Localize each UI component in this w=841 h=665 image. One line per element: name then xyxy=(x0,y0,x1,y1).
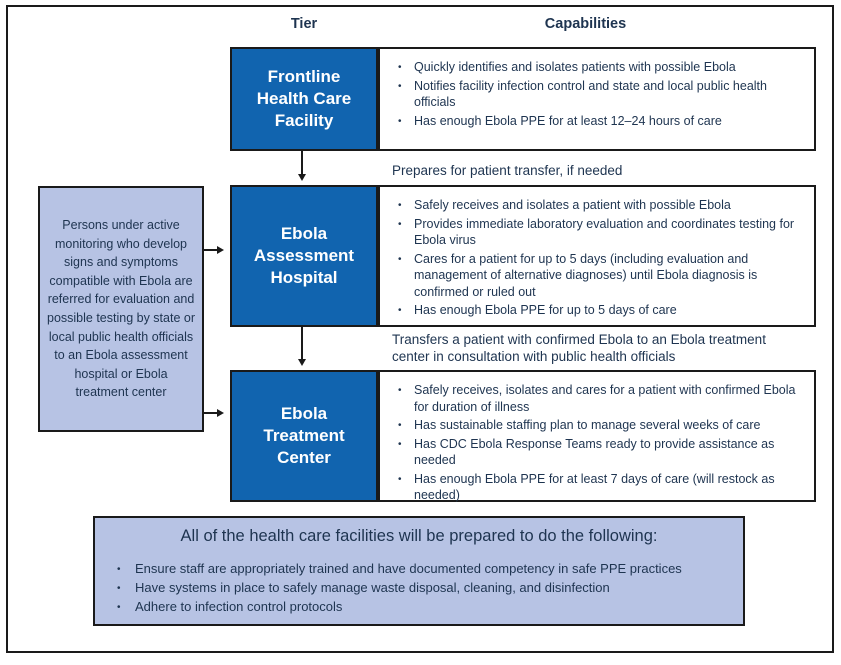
capability-item: Has CDC Ebola Response Teams ready to pr… xyxy=(396,436,804,469)
shared-capability-item: Adhere to infection control protocols xyxy=(113,597,725,617)
capability-item: Quickly identifies and isolates patients… xyxy=(396,59,804,76)
capability-item: Cares for a patient for up to 5 days (in… xyxy=(396,251,804,301)
right-arrow-note-to-treatment xyxy=(204,409,224,417)
tier-row-assessment: Ebola Assessment Hospital Safely receive… xyxy=(230,185,816,327)
tier-box-assessment: Ebola Assessment Hospital xyxy=(230,185,378,327)
capability-item: Provides immediate laboratory evaluation… xyxy=(396,216,804,249)
shared-capabilities-list: Ensure staff are appropriately trained a… xyxy=(113,559,725,617)
shared-capability-item: Ensure staff are appropriately trained a… xyxy=(113,559,725,579)
down-arrow-assessment-to-treatment xyxy=(298,327,306,366)
capabilities-list: Safely receives and isolates a patient w… xyxy=(396,197,804,319)
column-header-tier: Tier xyxy=(290,16,318,32)
tier-box-frontline: Frontline Health Care Facility xyxy=(230,47,378,151)
capabilities-list: Quickly identifies and isolates patients… xyxy=(396,59,804,130)
capability-item: Notifies facility infection control and … xyxy=(396,78,804,111)
tier-box-treatment: Ebola Treatment Center xyxy=(230,370,378,502)
tier-row-treatment: Ebola Treatment Center Safely receives, … xyxy=(230,370,816,502)
capability-item: Has sustainable staffing plan to manage … xyxy=(396,417,804,434)
shared-capabilities-box: All of the health care facilities will b… xyxy=(93,516,745,626)
capability-item: Has enough Ebola PPE for at least 7 days… xyxy=(396,471,804,504)
transition-text-1: Prepares for patient transfer, if needed xyxy=(392,163,623,178)
capability-item: Has enough Ebola PPE for up to 5 days of… xyxy=(396,302,804,319)
referral-note-box: Persons under active monitoring who deve… xyxy=(38,186,204,432)
tier-row-frontline: Frontline Health Care Facility Quickly i… xyxy=(230,47,816,151)
shared-capabilities-title: All of the health care facilities will b… xyxy=(180,527,658,545)
transition-text-2: Transfers a patient with confirmed Ebola… xyxy=(392,332,766,364)
outer-frame xyxy=(6,5,834,653)
shared-capability-item: Have systems in place to safely manage w… xyxy=(113,578,725,598)
right-arrow-note-to-assessment xyxy=(204,246,224,254)
capability-item: Safely receives, isolates and cares for … xyxy=(396,382,804,415)
capabilities-box-assessment: Safely receives and isolates a patient w… xyxy=(378,185,816,327)
column-header-capabilities: Capabilities xyxy=(544,16,627,32)
capabilities-list: Safely receives, isolates and cares for … xyxy=(396,382,804,504)
capabilities-box-treatment: Safely receives, isolates and cares for … xyxy=(378,370,816,502)
capability-item: Has enough Ebola PPE for at least 12–24 … xyxy=(396,113,804,129)
capabilities-box-frontline: Quickly identifies and isolates patients… xyxy=(378,47,816,151)
capability-item: Safely receives and isolates a patient w… xyxy=(396,197,804,214)
down-arrow-frontline-to-assessment xyxy=(298,151,306,181)
